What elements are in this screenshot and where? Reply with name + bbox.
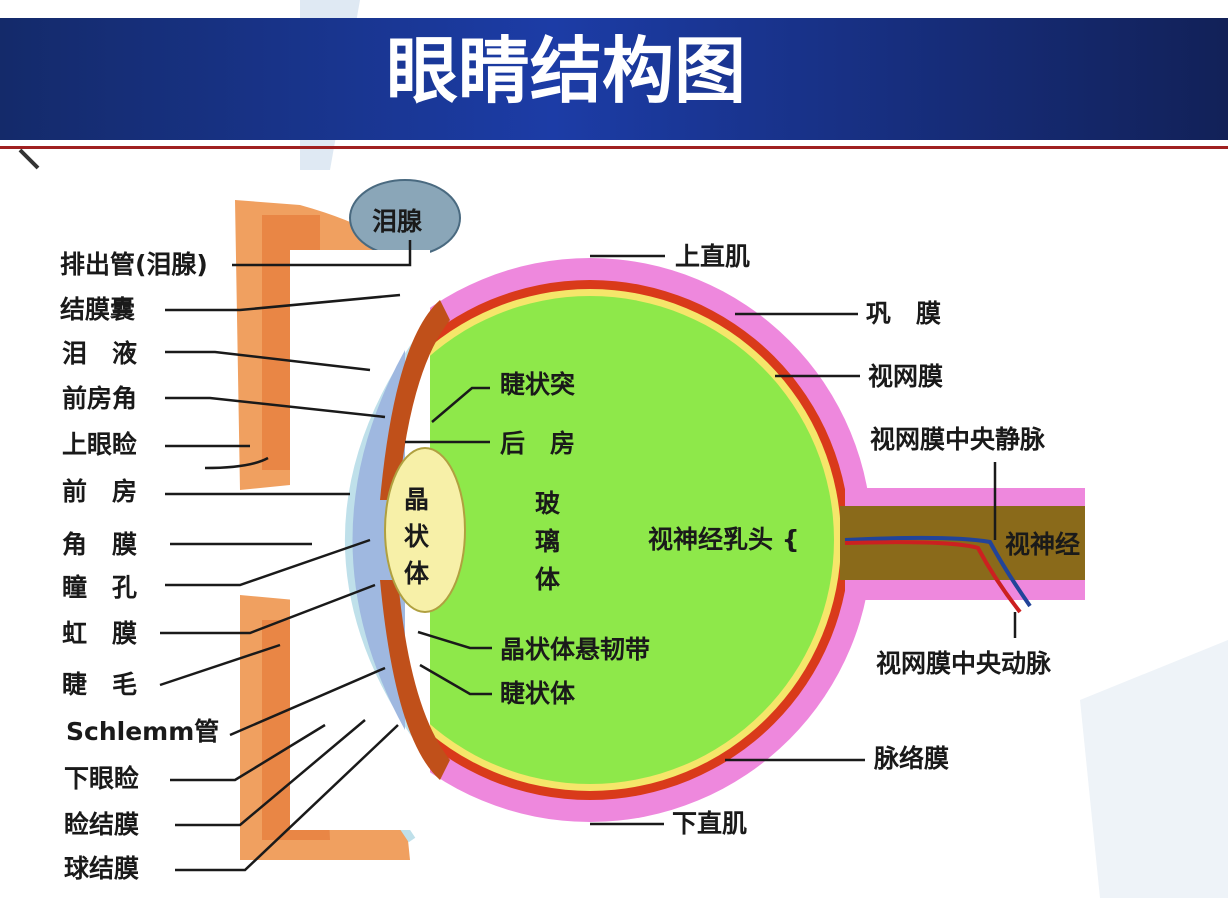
svg-text:睫状突: 睫状突	[500, 370, 575, 399]
svg-text:球结膜: 球结膜	[64, 854, 139, 883]
svg-text:上眼睑: 上眼睑	[62, 430, 137, 459]
svg-text:前房角: 前房角	[62, 384, 137, 413]
title-divider	[0, 146, 1228, 149]
svg-text:晶状体悬韧带: 晶状体悬韧带	[500, 635, 650, 664]
title-band	[0, 18, 1228, 140]
svg-text:视神经: 视神经	[1005, 530, 1080, 559]
inner-labels: 睫状突 后 房 晶状体悬韧带 睫状体	[405, 370, 650, 708]
vitreous-label: 玻 璃 体	[535, 489, 561, 594]
ciliary-body-upper	[380, 300, 450, 500]
central-retinal-vein	[844, 535, 1032, 608]
svg-text:脉络膜: 脉络膜	[873, 744, 949, 773]
vitreous-body	[346, 296, 834, 784]
svg-text:玻: 玻	[535, 489, 561, 518]
left-labels: 排出管(泪腺) 结膜囊 泪 液 前房角 上眼睑 前 房 角 膜 瞳 孔 虹 膜 …	[60, 250, 219, 883]
svg-text:下直肌: 下直肌	[672, 809, 747, 838]
svg-text:上直肌: 上直肌	[675, 242, 750, 271]
ciliary-body-lower	[380, 580, 450, 780]
svg-text:排出管(泪腺): 排出管(泪腺)	[60, 250, 208, 279]
lens	[384, 447, 466, 613]
svg-text:泪 液: 泪 液	[62, 339, 137, 368]
svg-text:角 膜: 角 膜	[62, 530, 137, 559]
left-leader-lines	[159, 240, 412, 872]
svg-text:体: 体	[404, 559, 430, 588]
svg-text:睫状体: 睫状体	[500, 679, 576, 708]
lens-label: 晶 状 体	[404, 485, 430, 588]
svg-text:后 房: 后 房	[500, 429, 575, 458]
svg-text:瞳 孔: 瞳 孔	[62, 573, 137, 602]
svg-text:Schlemm管: Schlemm管	[66, 717, 219, 746]
svg-text:状: 状	[404, 522, 430, 551]
right-labels: 上直肌 巩 膜 视网膜 视网膜中央静脉 视神经 视网膜中央动脉 脉络膜 下直肌	[590, 242, 1080, 838]
svg-text:视网膜中央静脉: 视网膜中央静脉	[870, 425, 1046, 454]
svg-text:下眼睑: 下眼睑	[64, 764, 139, 793]
svg-text:结膜囊: 结膜囊	[60, 295, 135, 324]
eyeball	[290, 250, 1085, 830]
svg-text:体: 体	[535, 565, 561, 594]
svg-text:睑结膜: 睑结膜	[64, 810, 139, 839]
svg-text:虹 膜: 虹 膜	[62, 619, 137, 648]
svg-text:视网膜中央动脉: 视网膜中央动脉	[876, 649, 1052, 678]
svg-text:巩 膜: 巩 膜	[866, 299, 941, 328]
label-lacrimal-gland: 泪腺	[372, 207, 423, 236]
svg-text:睫 毛: 睫 毛	[62, 670, 137, 699]
central-retinal-artery	[844, 540, 1022, 614]
svg-text:璃: 璃	[535, 527, 560, 556]
svg-text:前 房: 前 房	[62, 477, 137, 506]
svg-text:视网膜: 视网膜	[868, 362, 943, 391]
label-optic-disc: 视神经乳头 {	[648, 525, 800, 554]
page-title: 眼睛结构图	[386, 29, 746, 113]
svg-text:晶: 晶	[404, 485, 429, 514]
